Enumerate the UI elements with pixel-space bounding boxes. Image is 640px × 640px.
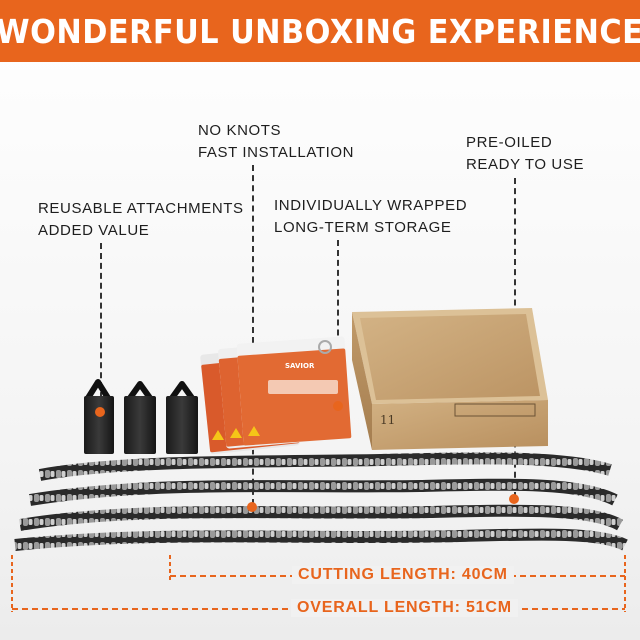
callout-wrapped-line1: INDIVIDUALLY WRAPPED [274,197,468,214]
callout-wrapped-line2: LONG-TERM STORAGE [274,219,452,236]
strap-attachments [84,379,198,454]
callout-oiled: PRE-OILED READY TO USE [466,132,584,176]
marker-wrapped [333,401,343,411]
dimension-lines [11,555,626,612]
callout-wrapped: INDIVIDUALLY WRAPPED LONG-TERM STORAGE [274,195,467,239]
saw-chains [14,401,628,551]
leader-line-knots [252,165,254,505]
callout-attachments-line1: REUSABLE ATTACHMENTS [38,200,244,217]
callout-knots: NO KNOTS FAST INSTALLATION [198,120,354,164]
header-banner: WONDERFUL UNBOXING EXPERIENCE [0,0,640,62]
callout-knots-line2: FAST INSTALLATION [198,144,355,161]
banner-title: WONDERFUL UNBOXING EXPERIENCE [0,11,640,51]
cardboard-box: 11 [352,308,548,450]
callout-attachments-line2: ADDED VALUE [38,222,150,239]
marker-oiled [509,494,519,504]
strap-2 [124,381,156,454]
pack-brand: SAVIOR [285,362,315,370]
callout-oiled-line1: PRE-OILED [466,134,553,151]
box-label-icons [454,403,536,417]
callout-oiled-line2: READY TO USE [466,156,585,173]
callout-attachments: REUSABLE ATTACHMENTS ADDED VALUE [38,198,244,242]
strap-3 [166,381,198,454]
cutting-length-label: CUTTING LENGTH: 40CM [292,566,514,584]
overall-length-label: OVERALL LENGTH: 51CM [291,599,518,617]
marker-knots [247,502,257,512]
leader-line-wrapped [337,240,339,405]
callout-knots-line1: NO KNOTS [198,122,282,139]
box-marking: 11 [380,413,395,427]
leader-line-attachments [100,243,102,408]
wrapped-chain-packs: SAVIOR [200,336,352,455]
strap-1 [84,379,114,454]
